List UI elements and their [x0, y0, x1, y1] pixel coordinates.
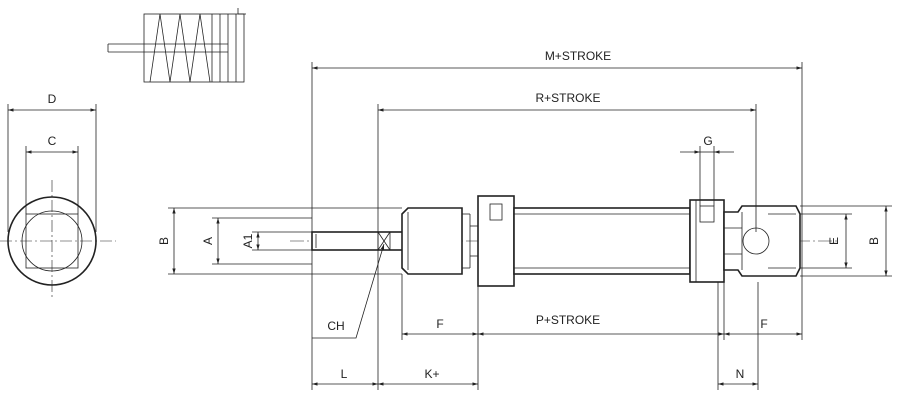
end-view	[0, 104, 116, 300]
dim-label-a1: A1	[241, 233, 255, 248]
dim-label-g: G	[703, 134, 712, 148]
spring-return-symbol	[107, 8, 246, 83]
dim-label-f-right: F	[760, 317, 767, 331]
dim-label-k-plus: K+	[424, 367, 439, 381]
cylinder-side-view	[290, 195, 840, 287]
dim-label-d: D	[48, 92, 57, 106]
dim-label-m-stroke: M+STROKE	[545, 49, 611, 63]
dim-label-b-right: B	[867, 237, 881, 245]
dim-label-ch: CH	[327, 319, 344, 333]
dim-label-l: L	[341, 367, 348, 381]
dim-label-r-stroke: R+STROKE	[535, 91, 600, 105]
dim-label-c: C	[48, 134, 57, 148]
dim-label-n: N	[736, 367, 745, 381]
dim-label-p-stroke: P+STROKE	[536, 313, 600, 327]
extension-lines	[168, 62, 892, 390]
dimension-lines	[172, 66, 888, 386]
dim-label-f-left: F	[436, 317, 443, 331]
dim-label-b-left: B	[157, 237, 171, 245]
dim-label-e: E	[827, 237, 841, 245]
dim-label-a: A	[201, 237, 215, 245]
